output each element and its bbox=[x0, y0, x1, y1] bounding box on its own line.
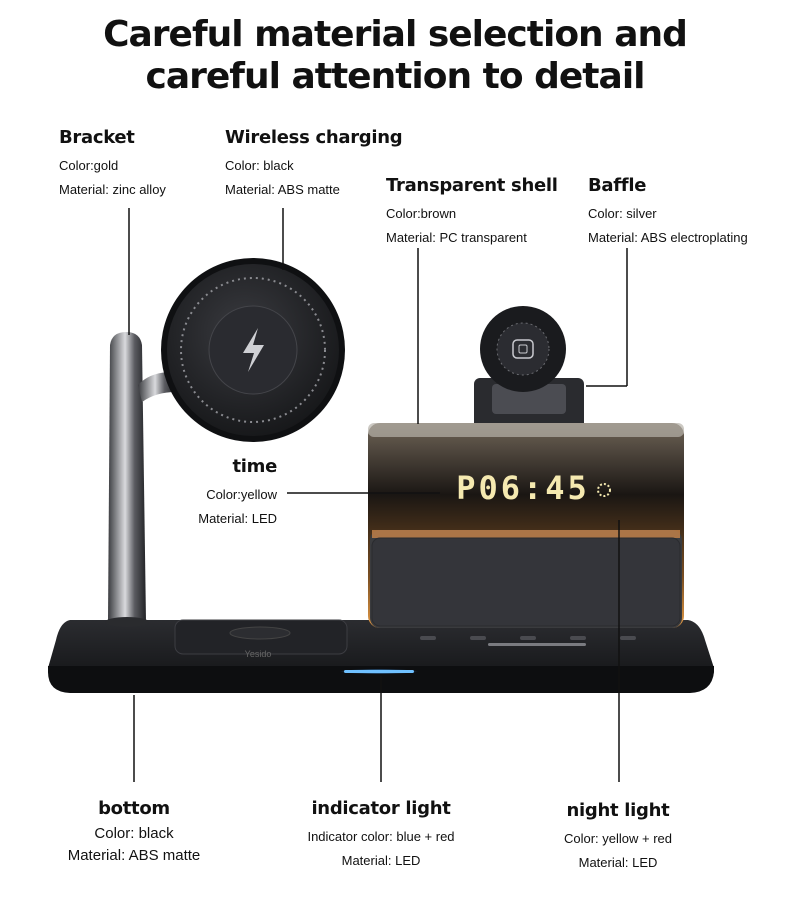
bottom-color: Color: black bbox=[94, 825, 174, 842]
night-material: Material: LED bbox=[578, 855, 658, 870]
lightning-icon bbox=[243, 328, 264, 372]
time-material: Material: LED bbox=[198, 511, 277, 526]
wireless-heading: Wireless charging bbox=[225, 127, 403, 148]
leader-lines bbox=[128, 208, 628, 782]
callout-time: time Color:yellow Material: LED bbox=[170, 456, 277, 527]
base: Yesido bbox=[48, 619, 714, 693]
brand-mark: Yesido bbox=[245, 649, 272, 659]
indicator-heading: indicator light bbox=[311, 798, 451, 819]
bracket-color: Color:gold bbox=[59, 158, 119, 173]
shell-heading: Transparent shell bbox=[386, 175, 558, 196]
time-heading: time bbox=[232, 456, 277, 477]
watch-icon bbox=[512, 339, 534, 359]
baffle-heading: Baffle bbox=[588, 175, 647, 196]
watch-charger bbox=[474, 306, 584, 430]
wireless-color: Color: black bbox=[225, 158, 294, 173]
title-line-2: careful attention to detail bbox=[145, 56, 645, 97]
callout-bottom: bottom Color: black Material: ABS matte bbox=[34, 798, 234, 864]
bottom-material: Material: ABS matte bbox=[67, 847, 201, 864]
bottom-heading: bottom bbox=[98, 798, 170, 819]
shell-color: Color:brown bbox=[386, 206, 457, 221]
title-line-1: Careful material selection and bbox=[103, 14, 688, 55]
speaker-fabric bbox=[371, 537, 681, 627]
callout-baffle: Baffle Color: silver Material: ABS elect… bbox=[588, 175, 748, 246]
callout-transparent-shell: Transparent shell Color:brown Material: … bbox=[386, 175, 558, 246]
bracket bbox=[105, 332, 176, 627]
indicator-material: Material: LED bbox=[341, 853, 421, 868]
indicator-color: Indicator color: blue + red bbox=[307, 829, 455, 844]
shell-material: Material: PC transparent bbox=[386, 230, 527, 245]
bracket-material: Material: zinc alloy bbox=[59, 182, 166, 197]
alarm-icon bbox=[597, 483, 611, 497]
wireless-charging-pad bbox=[161, 258, 345, 442]
bracket-heading: Bracket bbox=[59, 127, 135, 148]
night-color: Color: yellow + red bbox=[563, 831, 673, 846]
transparent-shell bbox=[368, 423, 684, 628]
callout-bracket: Bracket Color:gold Material: zinc alloy bbox=[59, 127, 166, 198]
baffle-color: Color: silver bbox=[588, 206, 657, 221]
callout-night-light: night light Color: yellow + red Material… bbox=[518, 800, 718, 871]
baffle-material: Material: ABS electroplating bbox=[588, 230, 748, 245]
page-title: Careful material selection and careful a… bbox=[0, 14, 790, 98]
callout-wireless-charging: Wireless charging Color: black Material:… bbox=[225, 127, 403, 198]
callout-indicator-light: indicator light Indicator color: blue + … bbox=[281, 798, 481, 869]
night-heading: night light bbox=[566, 800, 670, 821]
wireless-material: Material: ABS matte bbox=[225, 182, 340, 197]
clock-display: P06:45 bbox=[456, 469, 590, 507]
time-color: Color:yellow bbox=[206, 487, 277, 502]
